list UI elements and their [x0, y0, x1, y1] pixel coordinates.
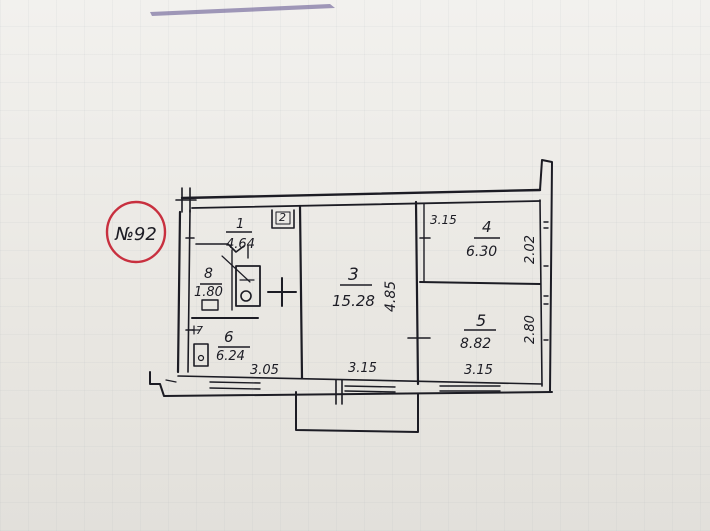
dimension-2-80: 2.80 [523, 315, 538, 344]
dimension-4-85: 4.85 [383, 281, 399, 312]
wc-box [235, 265, 261, 307]
closet-inner [275, 211, 291, 225]
door-hall-room3 [267, 277, 297, 307]
room-5-number: 5 [476, 311, 486, 330]
marker-stroke [150, 4, 335, 16]
toilet-icon [240, 290, 252, 302]
dimension-2-02: 2.02 [523, 235, 538, 264]
outer-wall-left [176, 210, 182, 374]
room-5-area: 8.82 [460, 336, 491, 352]
corner-mark [165, 379, 177, 383]
kitchen-mark [191, 325, 201, 335]
room-1-area: 4.64 [226, 237, 255, 252]
outer-wall-left-inner [187, 209, 191, 373]
dimension-3-15-bottom-mid: 3.15 [348, 361, 377, 376]
closet-room2 [271, 209, 295, 229]
window-bottom-right [439, 385, 501, 392]
balcony-door [335, 379, 343, 405]
outer-wall-bottom [149, 371, 553, 397]
number-underlines [200, 231, 500, 348]
stamp-circle [105, 200, 167, 264]
door-ticks-right [407, 237, 431, 339]
partition-hall-room3 [298, 204, 304, 380]
room-6-number: 6 [224, 328, 234, 346]
room-3-number: 3 [348, 265, 359, 285]
window-bottom-left [209, 381, 261, 390]
window-right-upper [543, 221, 549, 267]
stamp: №92 [105, 200, 167, 264]
stamp-text: №92 [114, 224, 157, 245]
room-4-area: 6.30 [466, 244, 497, 260]
window-bottom-mid [344, 385, 396, 393]
partition-room4-room5 [419, 281, 541, 285]
room-8-number: 8 [204, 266, 213, 282]
stove-burner-icon [197, 354, 205, 362]
room-8-area: 1.80 [194, 285, 223, 300]
room-4-number: 4 [482, 218, 492, 236]
room-3-area: 15.28 [332, 292, 375, 310]
balcony [295, 391, 419, 433]
partition-hall [195, 243, 245, 253]
window-right-lower [543, 295, 549, 341]
dimension-3-15-top-right: 3.15 [430, 213, 457, 227]
dimension-3-05: 3.05 [250, 363, 279, 378]
room-7-number: 7 [196, 324, 203, 337]
outer-wall-right [539, 159, 553, 393]
stove-icon [193, 343, 209, 367]
partition-room3-room4 [414, 200, 420, 386]
outer-wall-right-inner [539, 199, 543, 387]
outer-wall-bottom-inner [177, 375, 543, 385]
outer-wall-top-inner [191, 200, 541, 209]
room-6-area: 6.24 [216, 349, 245, 364]
walls [149, 159, 553, 433]
flue-top-left [175, 187, 197, 213]
dimension-3-15-bottom-right: 3.15 [464, 363, 493, 378]
sink-icon [201, 299, 219, 311]
outer-wall-top [180, 188, 542, 200]
room-2-number: 2 [279, 211, 286, 224]
room-1-number: 1 [236, 217, 244, 232]
